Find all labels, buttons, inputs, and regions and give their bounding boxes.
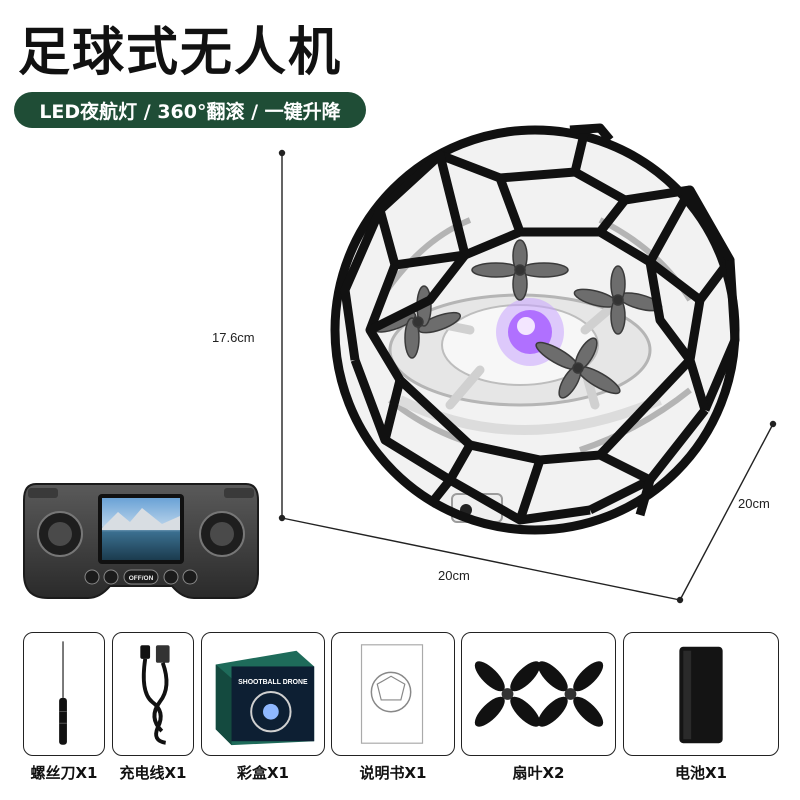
screwdriver-icon [59, 641, 67, 745]
accessory-screwdriver [23, 632, 105, 756]
accessory-box: SHOOTBALL DRONE [201, 632, 325, 756]
battery-icon [679, 646, 723, 744]
depth-dimension-label: 20cm [738, 496, 770, 511]
usb-cable-icon [140, 645, 170, 745]
accessory-propellers [461, 632, 616, 756]
accessory-cable [112, 632, 194, 756]
remote-power-button: OFF/ON [129, 575, 154, 582]
drone-illustration [278, 123, 777, 604]
accessory-label-cable: 充电线X1 [119, 764, 187, 782]
color-box-icon: SHOOTBALL DRONE [215, 650, 315, 746]
dimension-lines [278, 149, 777, 604]
propeller-icon [474, 661, 604, 727]
accessory-label-screwdriver: 螺丝刀X1 [30, 764, 98, 782]
accessory-label-manual: 说明书X1 [359, 764, 427, 782]
accessory-label-propellers: 扇叶X2 [512, 764, 565, 782]
width-dimension-label: 20cm [438, 568, 470, 583]
manual-icon [360, 644, 424, 744]
soccer-drone-icon [330, 123, 740, 535]
accessory-label-battery: 电池X1 [674, 764, 727, 782]
product-title: 足球式无人机 [18, 23, 343, 83]
box-print-text: SHOOTBALL DRONE [238, 679, 308, 686]
accessory-battery [623, 632, 779, 756]
accessory-manual [331, 632, 455, 756]
height-dimension-label: 17.6cm [212, 330, 255, 345]
remote-controller-icon: OFF/ON [23, 483, 259, 599]
feature-tagline: LED夜航灯 / 360°翻滚 / 一键升降 [14, 92, 366, 128]
accessory-label-box: 彩盒X1 [236, 764, 289, 782]
